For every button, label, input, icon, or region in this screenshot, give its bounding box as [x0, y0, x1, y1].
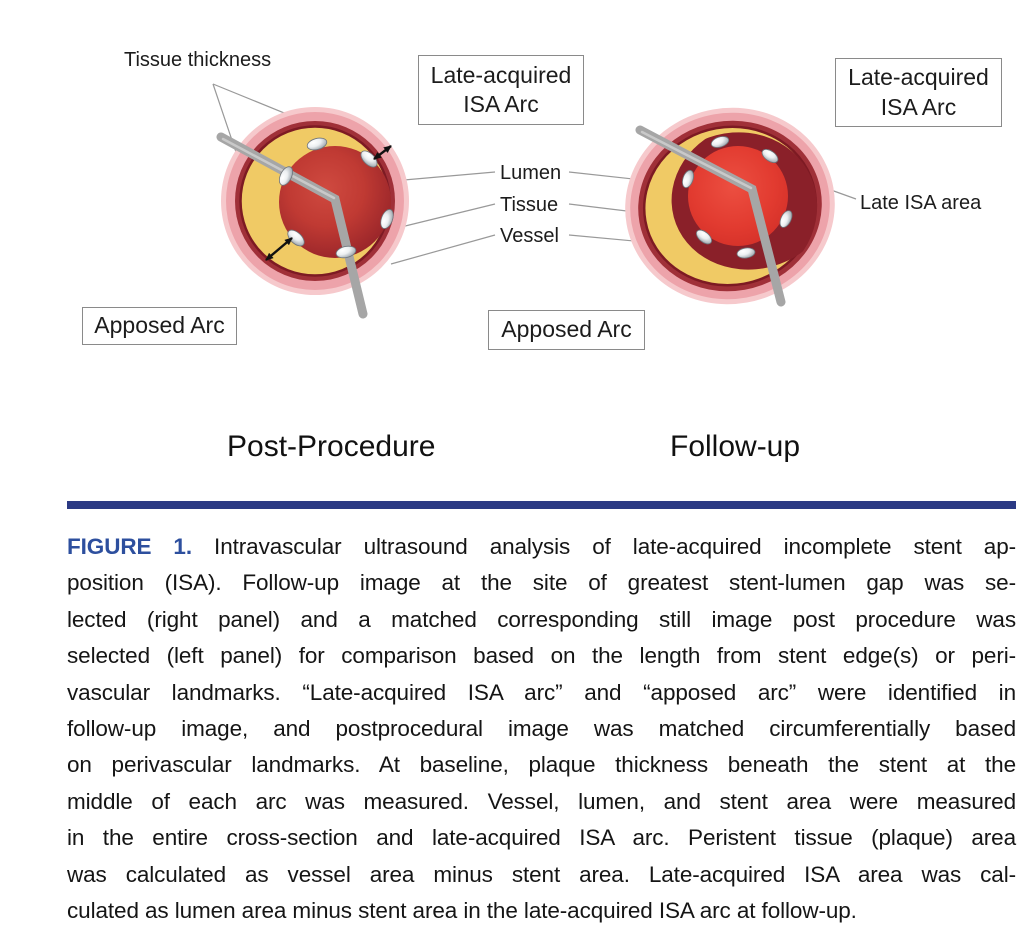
tissue-thickness-label: Tissue thickness	[124, 49, 272, 71]
stent-strut-icon	[360, 150, 378, 168]
lumen-label: Lumen	[500, 162, 562, 184]
tissue-thickness-arrows	[265, 145, 392, 261]
caption-line: vascular landmarks. “Late-acquired ISA a…	[67, 679, 1016, 705]
vessel-diagram-svg	[212, 83, 857, 319]
stent-struts	[682, 136, 793, 259]
thickness-arrow-icon	[373, 145, 392, 160]
left-vessel-cross-section	[216, 107, 409, 319]
late-acquired-isa-box-left-line2: ISA Arc	[463, 91, 539, 117]
late-acquired-isa-box-left: Late-acquired ISA Arc	[418, 55, 584, 125]
guidewire-icon	[635, 125, 786, 307]
late-acquired-isa-box-right: Late-acquired ISA Arc	[835, 58, 1002, 127]
caption-line: on perivascular landmarks. At baseline, …	[67, 752, 1016, 778]
caption-line: follow-up image, and postprocedural imag…	[67, 716, 1016, 742]
tissue-label: Tissue	[500, 194, 559, 216]
late-isa-area-label: Late ISA area	[860, 192, 982, 214]
stent-strut-icon	[761, 149, 779, 163]
stent-struts	[278, 137, 394, 259]
leader-line	[396, 203, 496, 229]
caption-line-text: Intravascular ultrasound analysis of lat…	[214, 534, 1016, 559]
apposed-arc-label-middle: Apposed Arc	[501, 316, 632, 343]
caption-line: in the entire cross-section and late-acq…	[67, 825, 1016, 851]
caption-line: middle of each arc was measured. Vessel,…	[67, 788, 1016, 814]
guidewire-icon	[216, 132, 368, 319]
figure-label: FIGURE 1.	[67, 534, 192, 559]
stent-strut-icon	[710, 136, 730, 148]
late-acquired-isa-box-left-line1: Late-acquired	[430, 61, 572, 88]
stent-strut-icon	[695, 229, 713, 245]
late-acquired-isa-box-right-line2: ISA Arc	[880, 93, 957, 120]
stent-strut-icon	[306, 137, 328, 151]
figure-rule	[67, 501, 1016, 509]
late-acquired-isa-box-right-line1: Late-acquired	[848, 64, 989, 91]
stent-strut-icon	[736, 247, 756, 259]
caption-line: position (ISA). Follow-up image at the s…	[67, 570, 1016, 596]
leader-line	[390, 234, 496, 265]
figure-caption: FIGURE 1. Intravascular ultrasound analy…	[67, 529, 1016, 929]
stent-strut-icon	[682, 169, 694, 189]
apposed-arc-box-left: Apposed Arc	[82, 307, 237, 345]
caption-line: was calculated as vessel area minus sten…	[67, 861, 1016, 887]
apposed-arc-box-middle: Apposed Arc	[488, 310, 645, 350]
panel-title-follow-up: Follow-up	[670, 430, 801, 463]
caption-line: selected (left panel) for comparison bas…	[67, 643, 1016, 669]
stent-strut-icon	[380, 209, 394, 229]
right-vessel-cross-section	[625, 107, 835, 307]
caption-line: culated as lumen area minus stent area i…	[67, 898, 857, 924]
stent-strut-icon	[779, 210, 793, 228]
thickness-arrow-icon	[265, 237, 293, 261]
stent-strut-icon	[278, 166, 294, 186]
panel-title-post-procedure: Post-Procedure	[227, 430, 436, 463]
caption-line: FIGURE 1. Intravascular ultrasound analy…	[67, 529, 1016, 565]
stent-strut-icon	[335, 245, 357, 259]
caption-line: lected (right panel) and a matched corre…	[67, 606, 1016, 632]
apposed-arc-label-left: Apposed Arc	[94, 312, 225, 339]
vessel-label: Vessel	[500, 225, 559, 247]
